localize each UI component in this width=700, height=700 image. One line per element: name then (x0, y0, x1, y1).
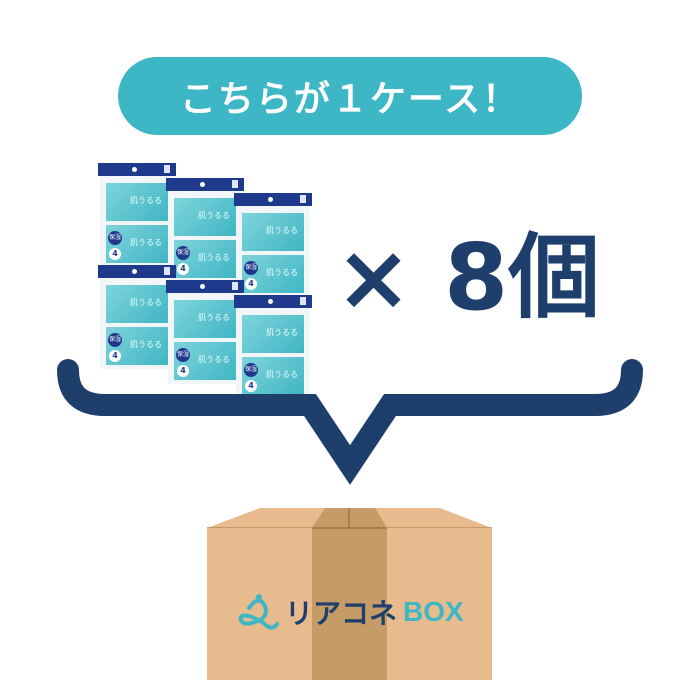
pack-header (98, 265, 176, 278)
hang-hole-icon (132, 167, 137, 172)
tissue-bottom: 保湿 4 肌うるる (106, 225, 168, 263)
logo-mark-icon (238, 594, 279, 630)
brand-mark-icon (164, 165, 170, 173)
product-name: 肌うるる (198, 211, 230, 220)
tissue-pack: 肌うるる 保湿 4 肌うるる (98, 265, 176, 369)
multiplier-text: × 8個 (335, 224, 601, 331)
hang-hole-icon (200, 284, 205, 289)
tissue-bottom: 保湿 4 肌うるる (242, 255, 304, 293)
tissue-pack: 肌うるる 保湿 4 肌うるる (98, 163, 176, 267)
tissue-top: 肌うるる (106, 183, 168, 221)
box-logo: リアコネ BOX (237, 592, 464, 632)
brand-mark-icon (300, 297, 306, 305)
moisture-badge: 保湿 (176, 348, 190, 362)
headline-pill: こちらが１ケース！ (118, 57, 582, 135)
logo-text-en: BOX (403, 596, 464, 627)
product-name: 肌うるる (198, 253, 230, 262)
tissue-pack: 肌うるる 保湿 4 肌うるる (234, 193, 312, 297)
tissue-top: 肌うるる (106, 285, 168, 323)
moisture-badge: 保湿 (108, 333, 122, 347)
tissue-pack: 肌うるる 保湿 4 肌うるる (234, 295, 312, 399)
product-name: 肌うるる (198, 313, 230, 322)
hang-hole-icon (268, 299, 273, 304)
tissue-top: 肌うるる (242, 213, 304, 251)
product-name: 肌うるる (130, 196, 162, 205)
tissue-top: 肌うるる (242, 315, 304, 353)
pack-header (234, 295, 312, 308)
pack-header (234, 193, 312, 206)
hang-hole-icon (200, 182, 205, 187)
tissue-bottom: 保湿 4 肌うるる (174, 342, 236, 380)
tissue-bottom: 保湿 4 肌うるる (174, 240, 236, 278)
tissue-top: 肌うるる (174, 198, 236, 236)
pack-count: 4 (245, 278, 257, 290)
brand-mark-icon (232, 282, 238, 290)
pack-header (98, 163, 176, 176)
pack-count: 4 (109, 350, 121, 362)
tissue-bottom: 保湿 4 肌うるる (106, 327, 168, 365)
pack-count: 4 (109, 248, 121, 260)
product-name: 肌うるる (130, 340, 162, 349)
pack-header (166, 178, 244, 191)
product-name: 肌うるる (130, 298, 162, 307)
tissue-top: 肌うるる (174, 300, 236, 338)
moisture-badge: 保湿 (244, 261, 258, 275)
headline-text: こちらが１ケース！ (179, 79, 521, 120)
pack-count: 4 (177, 365, 189, 377)
tissue-pack: 肌うるる 保湿 4 肌うるる (166, 178, 244, 282)
logo-text-ja: リアコネ (285, 597, 398, 630)
pack-count: 4 (177, 263, 189, 275)
tissue-pack: 肌うるる 保湿 4 肌うるる (166, 280, 244, 384)
brand-mark-icon (232, 180, 238, 188)
moisture-badge: 保湿 (108, 231, 122, 245)
product-name: 肌うるる (266, 328, 298, 337)
product-name: 肌うるる (266, 226, 298, 235)
brand-mark-icon (300, 195, 306, 203)
moisture-badge: 保湿 (244, 363, 258, 377)
tissue-bottom: 保湿 4 肌うるる (242, 357, 304, 395)
pack-count: 4 (245, 380, 257, 392)
product-name: 肌うるる (130, 238, 162, 247)
hang-hole-icon (268, 197, 273, 202)
product-name: 肌うるる (266, 370, 298, 379)
hang-hole-icon (132, 269, 137, 274)
moisture-badge: 保湿 (176, 246, 190, 260)
pack-header (166, 280, 244, 293)
product-name: 肌うるる (198, 355, 230, 364)
product-name: 肌うるる (266, 268, 298, 277)
brand-mark-icon (164, 267, 170, 275)
